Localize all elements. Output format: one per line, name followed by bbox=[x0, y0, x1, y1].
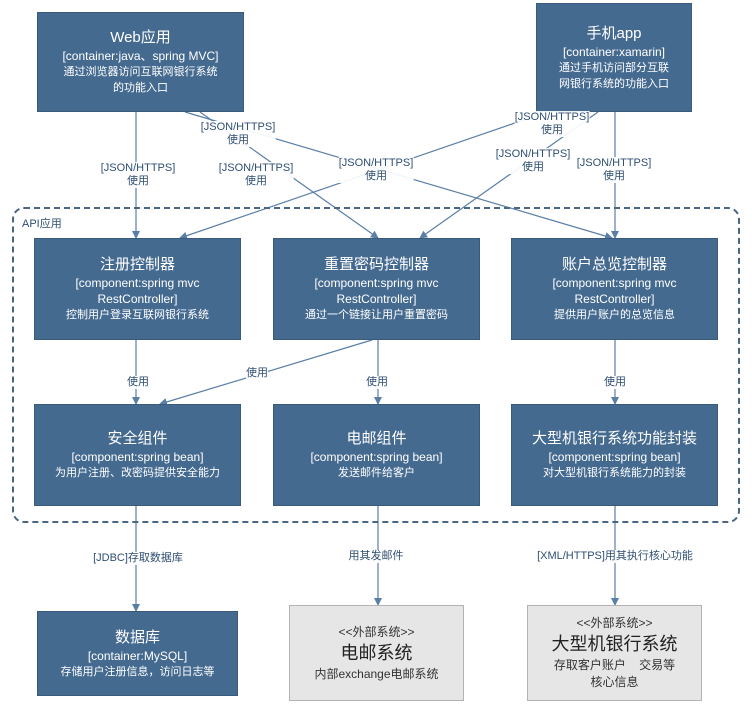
email-component-title: 电邮组件 bbox=[346, 430, 407, 447]
email-component-desc: 发送邮件给客户 bbox=[338, 467, 415, 479]
register-controller-title: 注册控制器 bbox=[99, 256, 175, 273]
account-overview-controller-desc: 提供用户账户的总览信息 bbox=[554, 309, 675, 321]
label-web-account: [JSON/HTTPS]使用 bbox=[200, 121, 276, 147]
mainframe-facade-component[interactable]: 大型机银行系统功能封装 [component:spring bean] 对大型机… bbox=[511, 404, 718, 506]
database-desc: 存储用户注册信息，访问日志等 bbox=[60, 665, 215, 678]
security-component[interactable]: 安全组件 [component:spring bean] 为用户注册、改密码提供… bbox=[34, 404, 241, 506]
label-security-db: [JDBC]存取数据库 bbox=[93, 552, 183, 565]
reset-password-controller-title: 重置密码控制器 bbox=[323, 256, 429, 273]
external-mainframe-system[interactable]: <<外部系统>> 大型机银行系统 存取客户账户 交易等 核心信息 bbox=[527, 605, 702, 701]
api-application-boundary bbox=[12, 207, 740, 523]
external-mainframe-desc-line1: 存取客户账户 交易等 bbox=[553, 658, 676, 672]
label-web-register: [JSON/HTTPS]使用 bbox=[100, 162, 176, 188]
external-email-desc: 内部exchange电邮系统 bbox=[314, 666, 439, 681]
web-app-title: Web应用 bbox=[110, 29, 171, 46]
database-title: 数据库 bbox=[114, 628, 160, 646]
database-container[interactable]: 数据库 [container:MySQL] 存储用户注册信息，访问日志等 bbox=[37, 611, 238, 696]
email-component-tech: [component:spring bean] bbox=[310, 450, 443, 464]
label-reset-security: 使用 bbox=[246, 367, 268, 380]
security-component-desc: 为用户注册、改密码提供安全能力 bbox=[55, 467, 220, 479]
external-email-title: 电邮系统 bbox=[340, 642, 413, 663]
label-email-ext: 用其发邮件 bbox=[348, 550, 404, 563]
external-mainframe-desc-line2: 核心信息 bbox=[590, 675, 639, 689]
database-tech: [container:MySQL] bbox=[87, 648, 188, 663]
reset-password-controller-tech-line1: [component:spring mvc bbox=[314, 276, 439, 290]
mobile-app-desc-line2: 网银行系统的功能入口 bbox=[559, 77, 669, 90]
account-overview-controller-title: 账户总览控制器 bbox=[561, 256, 667, 273]
label-mainframe-ext: [XML/HTTPS]用其执行核心功能 bbox=[537, 550, 693, 563]
web-app-desc-line2: 的功能入口 bbox=[113, 82, 168, 94]
label-mobile-account-top: [JSON/HTTPS]使用 bbox=[514, 111, 590, 137]
account-overview-controller-tech-line2: RestController] bbox=[574, 292, 655, 306]
external-mainframe-title: 大型机银行系统 bbox=[551, 634, 678, 654]
mobile-app-container[interactable]: 手机app [container:xamarin] 通过手机访问部分互联 网银行… bbox=[536, 3, 692, 112]
reset-password-controller[interactable]: 重置密码控制器 [component:spring mvc RestContro… bbox=[273, 238, 480, 340]
account-overview-controller[interactable]: 账户总览控制器 [component:spring mvc RestContro… bbox=[511, 238, 718, 340]
api-application-label: API应用 bbox=[22, 218, 62, 230]
external-email-system[interactable]: <<外部系统>> 电邮系统 内部exchange电邮系统 bbox=[289, 605, 464, 701]
mobile-app-title: 手机app bbox=[586, 24, 642, 42]
web-app-desc-line1: 通过浏览器访问互联网银行系统 bbox=[63, 66, 218, 78]
external-mainframe-stereotype: <<外部系统>> bbox=[576, 616, 653, 630]
register-controller-desc: 控制用户登录互联网银行系统 bbox=[66, 309, 209, 321]
mainframe-facade-component-tech: [component:spring bean] bbox=[548, 450, 681, 464]
mainframe-facade-component-title: 大型机银行系统功能封装 bbox=[531, 430, 697, 447]
register-controller-tech-line2: RestController] bbox=[97, 292, 178, 306]
label-account-mainframe: 使用 bbox=[604, 376, 626, 389]
web-app-tech: [container:java、spring MVC] bbox=[62, 49, 219, 63]
register-controller[interactable]: 注册控制器 [component:spring mvc RestControll… bbox=[34, 238, 241, 340]
security-component-title: 安全组件 bbox=[107, 430, 168, 447]
label-register-security: 使用 bbox=[127, 376, 149, 389]
register-controller-tech-line1: [component:spring mvc bbox=[75, 276, 200, 290]
external-email-stereotype: <<外部系统>> bbox=[338, 624, 415, 639]
reset-password-controller-desc: 通过一个链接让用户重置密码 bbox=[305, 309, 448, 321]
reset-password-controller-tech-line2: RestController] bbox=[336, 292, 417, 306]
email-component[interactable]: 电邮组件 [component:spring bean] 发送邮件给客户 bbox=[273, 404, 480, 506]
security-component-tech: [component:spring bean] bbox=[71, 450, 204, 464]
mainframe-facade-component-desc: 对大型机银行系统能力的封装 bbox=[543, 467, 686, 479]
web-app-container[interactable]: Web应用 [container:java、spring MVC] 通过浏览器访… bbox=[37, 12, 244, 112]
label-mobile-account: [JSON/HTTPS]使用 bbox=[576, 157, 652, 183]
label-web-reset: [JSON/HTTPS]使用 bbox=[218, 162, 294, 188]
account-overview-controller-tech-line1: [component:spring mvc bbox=[552, 276, 677, 290]
mobile-app-desc-line1: 通过手机访问部分互联 bbox=[559, 61, 669, 74]
label-mobile-reset: [JSON/HTTPS]使用 bbox=[495, 148, 571, 174]
label-reset-email: 使用 bbox=[366, 376, 388, 389]
label-mobile-register: [JSON/HTTPS]使用 bbox=[338, 157, 414, 183]
mobile-app-tech: [container:xamarin] bbox=[562, 44, 666, 59]
